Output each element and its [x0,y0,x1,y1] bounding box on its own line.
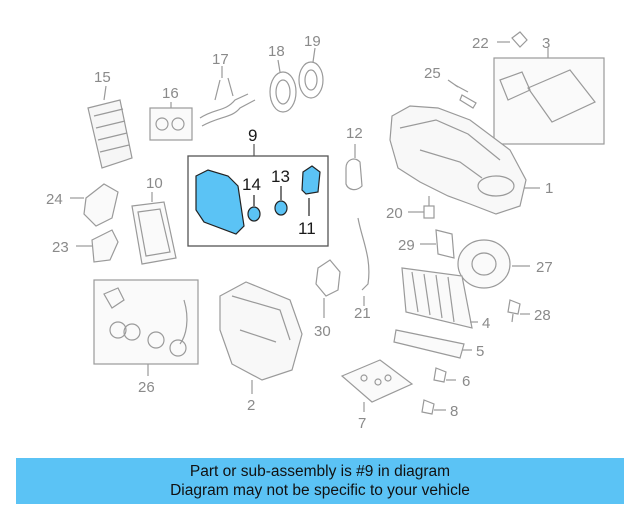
callout-labels: 1 2 3 4 5 6 7 8 9 10 11 12 13 14 15 16 1… [46,33,553,432]
part-17-drawing [199,66,256,127]
callout-2: 2 [247,397,255,414]
callout-18: 18 [268,43,285,60]
callout-4: 4 [482,315,490,332]
part-4-drawing [401,267,478,329]
callout-12: 12 [346,125,363,142]
part-8-drawing [421,399,446,415]
callout-9: 9 [248,126,257,145]
caption-line-2: Diagram may not be specific to your vehi… [170,482,470,499]
callout-11: 11 [298,219,316,238]
callout-29: 29 [398,237,415,254]
part-26-drawing [93,279,199,376]
callout-19: 19 [304,33,321,50]
callout-13: 13 [271,167,290,186]
part-6-drawing [433,367,456,383]
callout-6: 6 [462,373,470,390]
part-27-drawing [457,239,530,289]
part-2-drawing [219,281,303,394]
callout-22: 22 [472,35,489,52]
parts-diagram: 1 2 3 4 5 6 7 8 9 10 11 12 13 14 15 16 1… [46,31,605,432]
part-14-seal [247,206,261,222]
part-21-drawing [357,217,370,306]
callout-14: 14 [242,175,261,194]
part-5-drawing [393,329,472,359]
part-7-drawing [340,359,414,412]
part-3-drawing [493,48,605,145]
part-15-drawing [87,85,133,169]
part-9-assembly-box [187,144,329,247]
part-23-drawing [76,229,119,263]
caption-line-1: Part or sub-assembly is #9 in diagram [189,463,451,480]
part-16-drawing [149,102,193,141]
part-11-valve [301,165,321,195]
part-18-drawing [269,59,297,113]
caption-banner: Part or sub-assembly is #9 in diagram Di… [16,458,624,504]
callout-17: 17 [212,51,229,68]
callout-8: 8 [450,403,458,420]
part-20-drawing [408,196,435,219]
part-24-drawing [70,183,119,227]
callout-26: 26 [138,379,155,396]
part-30-drawing [315,259,341,318]
callout-7: 7 [358,415,366,432]
part-19-drawing [298,47,324,99]
callout-28: 28 [534,307,551,324]
callout-5: 5 [476,343,484,360]
part-1-drawing [389,105,540,215]
callout-20: 20 [386,205,403,222]
callout-10: 10 [146,175,163,192]
part-12-drawing [345,144,363,191]
callout-3: 3 [542,35,550,52]
callout-24: 24 [46,191,63,208]
part-13-seal [274,200,288,216]
callout-16: 16 [162,85,179,102]
callout-21: 21 [354,305,371,322]
callout-1: 1 [545,180,553,197]
callout-27: 27 [536,259,553,276]
callout-15: 15 [94,69,111,86]
part-25-drawing [447,79,477,109]
part-9-core [195,169,245,235]
callout-23: 23 [52,239,69,256]
part-10-drawing [131,192,177,265]
part-29-drawing [420,229,455,259]
callout-30: 30 [314,323,331,340]
part-22-drawing [497,31,528,48]
part-28-drawing [507,299,530,323]
callout-25: 25 [424,65,441,82]
